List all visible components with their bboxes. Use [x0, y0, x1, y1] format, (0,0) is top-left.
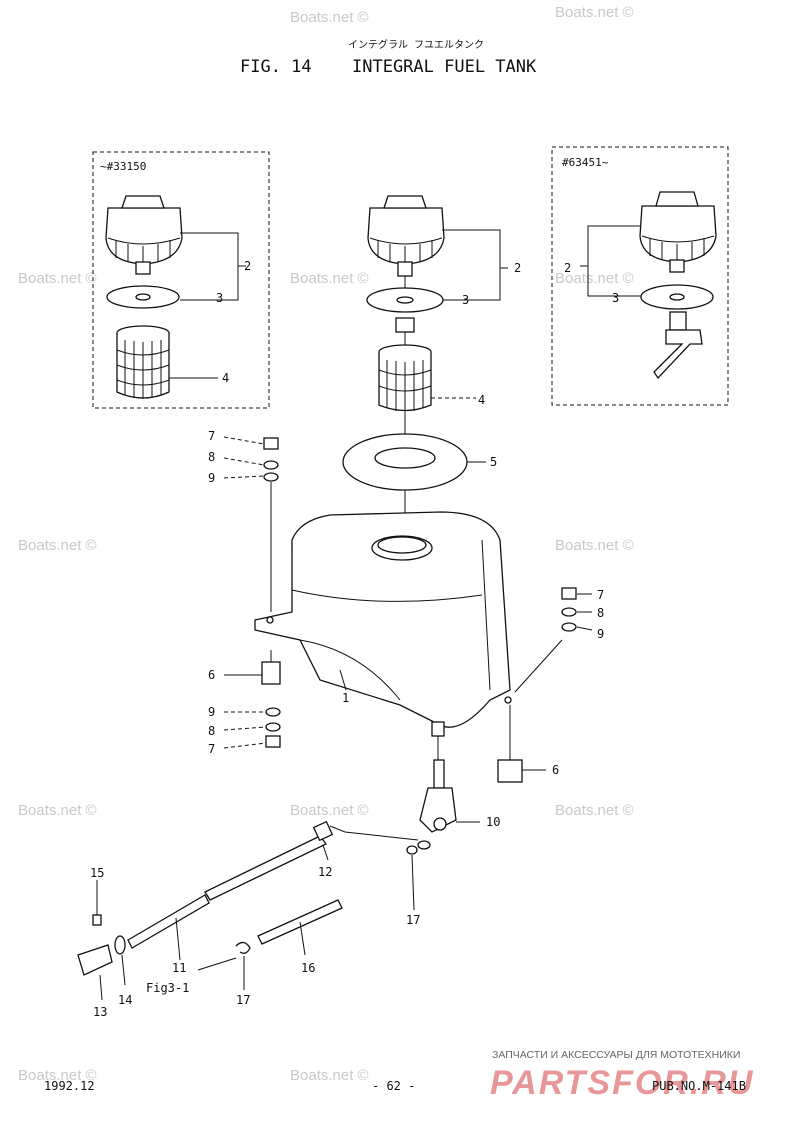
fuel-cock-assembly: 10 17 [329, 736, 500, 927]
filler-cap-icon [639, 191, 717, 273]
watermark: Boats.net © [290, 9, 369, 26]
callout-6: 6 [208, 668, 215, 682]
callout-3: 3 [462, 293, 469, 307]
callout-13: 13 [93, 1005, 107, 1019]
tank-seal-ring-icon [342, 433, 468, 491]
filler-cap-icon [105, 195, 183, 275]
variant-box-left: ~#33150 2 3 4 [92, 151, 270, 409]
filter-strainer-icon [116, 325, 170, 399]
figure-reference: Fig3-1 [146, 981, 189, 995]
callout-14: 14 [118, 993, 132, 1007]
right-mount-hardware: 7 8 9 6 [497, 587, 604, 783]
callout-7: 7 [208, 742, 215, 756]
fuel-tank-icon: 1 [254, 511, 512, 737]
callout-2: 2 [244, 259, 251, 273]
callout-2: 2 [564, 261, 571, 275]
page-title: INTEGRAL FUEL TANK [352, 57, 537, 77]
callout-3: 3 [216, 291, 223, 305]
hose-clip-icon [406, 845, 418, 855]
callout-2: 2 [514, 261, 521, 275]
callout-9: 9 [208, 705, 215, 719]
callout-6: 6 [552, 763, 559, 777]
variant-label-left: ~#33150 [100, 160, 146, 173]
watermark: Boats.net © [555, 802, 634, 819]
choke-cable-icon: 11 Fig3-1 [127, 894, 237, 995]
callout-3: 3 [612, 291, 619, 305]
callout-17: 17 [236, 993, 250, 1007]
callout-4: 4 [478, 393, 485, 407]
print-date: 1992.12 [44, 1079, 95, 1093]
choke-knob-icon [77, 944, 113, 976]
japanese-title: インテグラル フユエルタンク [348, 38, 484, 51]
callout-8: 8 [597, 606, 604, 620]
lock-washer-icon [263, 460, 279, 470]
callout-5: 5 [490, 455, 497, 469]
fuel-hose-12: 12 [204, 820, 334, 901]
lock-washer-icon [561, 607, 577, 617]
screw-icon [92, 914, 102, 926]
lock-washer-icon [265, 722, 281, 732]
callout-11: 11 [172, 961, 186, 975]
callout-7: 7 [597, 588, 604, 602]
hose-clip-icon [417, 840, 431, 850]
watermark: Boats.net © [290, 270, 369, 287]
fuel-hose-icon: 16 [257, 899, 343, 975]
watermark: Boats.net © [555, 270, 634, 287]
variant-label-right: #63451~ [562, 156, 609, 169]
callout-10: 10 [486, 815, 500, 829]
callout-8: 8 [208, 724, 215, 738]
callout-17: 17 [406, 913, 420, 927]
shop-tagline: ЗАПЧАСТИ И АКСЕССУАРЫ ДЛЯ МОТОТЕХНИКИ [492, 1049, 740, 1061]
nut-icon [265, 735, 281, 748]
callout-15: 15 [90, 866, 104, 880]
rubber-mount-icon [497, 759, 523, 783]
callout-8: 8 [208, 450, 215, 464]
nut-icon [263, 437, 279, 450]
center-cap-assembly: 2 3 4 5 [342, 195, 521, 530]
flat-washer-icon [265, 707, 281, 717]
callout-16: 16 [301, 961, 315, 975]
breather-bracket-icon [653, 311, 703, 380]
watermark: Boats.net © [555, 4, 634, 21]
nut-icon [561, 587, 577, 600]
washer-icon [114, 935, 126, 955]
watermark: Boats.net © [18, 537, 97, 554]
callout-4: 4 [222, 371, 229, 385]
watermark: Boats.net © [18, 270, 97, 287]
filler-cap-icon [367, 207, 445, 265]
page-number: - 62 - [372, 1079, 415, 1093]
watermark: Boats.net © [18, 802, 97, 819]
watermark: Boats.net © [18, 1067, 97, 1084]
callout-7: 7 [208, 429, 215, 443]
watermark: Boats.net © [555, 537, 634, 554]
flat-washer-icon [263, 472, 279, 482]
shop-logo: PARTSFOR.RU [490, 1064, 754, 1102]
watermark: Boats.net © [290, 1067, 369, 1084]
flat-washer-icon [561, 622, 577, 632]
knob-assembly: 15 13 14 [77, 866, 132, 1019]
hose-clip-icon [235, 941, 251, 954]
callout-1: 1 [342, 691, 349, 705]
callout-9: 9 [597, 627, 604, 641]
figure-number: FIG. 14 [240, 57, 312, 77]
hose-clip-17: 17 [235, 941, 251, 1007]
watermark: Boats.net © [290, 802, 369, 819]
callout-12: 12 [318, 865, 332, 879]
rubber-mount-icon [261, 661, 281, 685]
left-mount-hardware: 7 8 9 6 9 8 7 [208, 429, 281, 756]
publication-number: PUB.NO.M-141B [652, 1079, 746, 1093]
variant-box-right: #63451~ 2 3 [551, 146, 729, 406]
callout-9: 9 [208, 471, 215, 485]
filter-strainer-icon [378, 344, 432, 412]
